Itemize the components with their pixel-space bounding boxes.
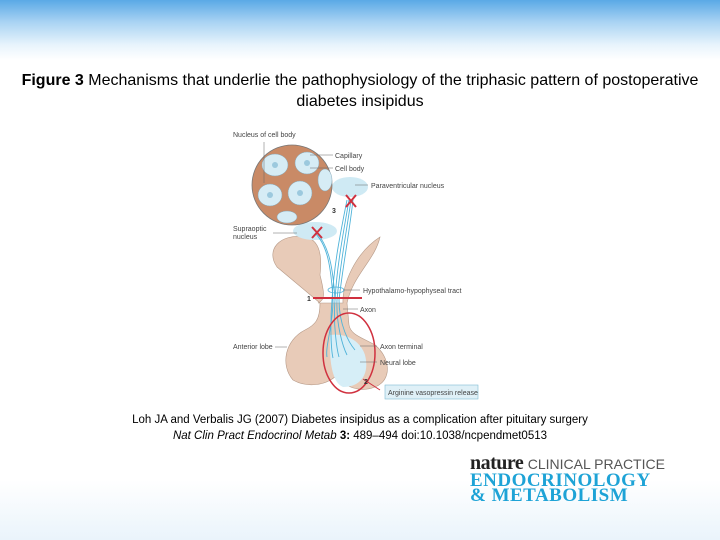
label-axon: Axon: [360, 307, 376, 314]
label-axon-terminal: Axon terminal: [380, 344, 423, 351]
citation-volume: 3:: [339, 430, 351, 442]
marker-1: 1: [307, 296, 311, 303]
label-capillary: Capillary: [335, 153, 363, 160]
label-supraoptic-nucleus: nucleus: [233, 234, 258, 241]
marker-3: 3: [332, 208, 336, 215]
paraventricular-nucleus: [332, 177, 368, 197]
label-tract: Hypothalamo-hypophyseal tract: [363, 288, 461, 295]
label-anterior-lobe: Anterior lobe: [233, 344, 273, 351]
citation-pages: 489–494 doi:10.1038/ncpendmet0513: [353, 430, 548, 442]
journal-logo: nature CLINICAL PRACTICE ENDOCRINOLOGY &…: [470, 452, 700, 506]
release-arrow: [362, 378, 381, 391]
neural-lobe-lesion-ring: [322, 312, 376, 394]
neural-lobe: [329, 334, 367, 387]
marker-2: 2: [364, 379, 368, 386]
label-paraventricular-nucleus: Paraventricular nucleus: [371, 183, 445, 190]
logo-metabolism: & METABOLISM: [470, 485, 629, 506]
citation-line-2: Nat Clin Pract Endocrinol Metab 3: 489–4…: [20, 428, 700, 444]
figure-title: Figure 3 Mechanisms that underlie the pa…: [20, 70, 700, 112]
label-cell-body: Cell body: [335, 166, 365, 173]
label-nucleus-of-cell-body: Nucleus of cell body: [233, 132, 296, 139]
logo-endocrinology: ENDOCRINOLOGY: [470, 470, 651, 491]
label-release: Arginine vasopressin release: [388, 390, 478, 397]
logo-clinical-practice: CLINICAL PRACTICE: [527, 456, 665, 472]
label-supraoptic: Supraoptic: [233, 226, 267, 233]
figure-caption: Mechanisms that underlie the pathophysio…: [88, 72, 699, 110]
release-box: [384, 384, 479, 400]
citation-journal: Nat Clin Pract Endocrinol Metab: [172, 430, 337, 442]
label-neural-lobe: Neural lobe: [380, 360, 416, 367]
citation: Loh JA and Verbalis JG (2007) Diabetes i…: [20, 412, 700, 444]
logo-nature: nature: [470, 452, 524, 474]
pituitary-diagram: Nucleus of cell body Capillary Cell body…: [233, 132, 479, 400]
lesion-markers: [311, 194, 362, 299]
cell-magnification: [251, 144, 333, 226]
figure-label: Figure 3: [21, 72, 84, 89]
citation-line-1: Loh JA and Verbalis JG (2007) Diabetes i…: [132, 414, 588, 426]
